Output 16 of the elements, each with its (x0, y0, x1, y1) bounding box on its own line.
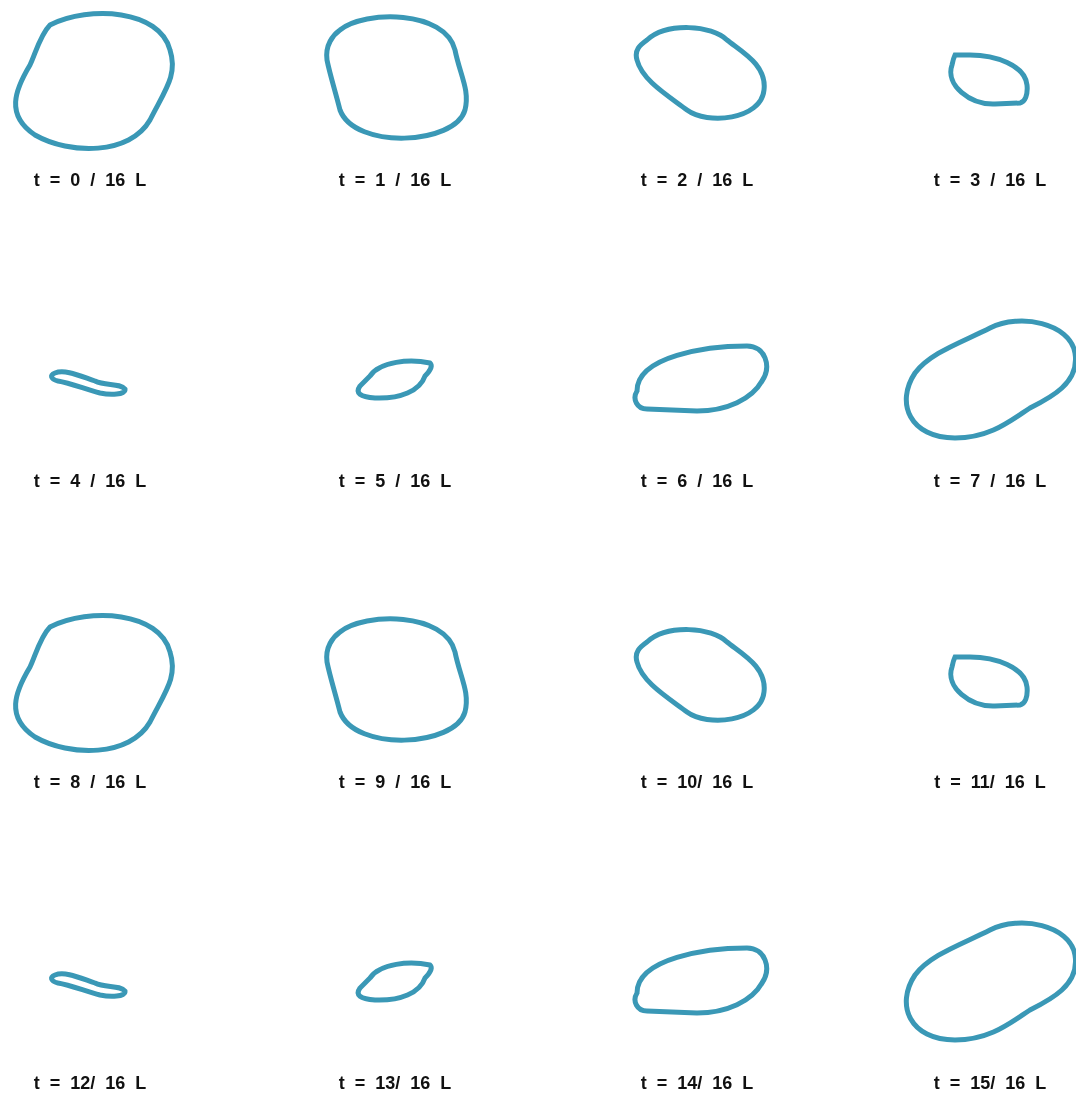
time-label: t = 2 / 16 L (640, 170, 754, 191)
time-label: t = 9 / 16 L (338, 772, 452, 793)
time-label: t = 8 / 16 L (33, 772, 147, 793)
time-label: t = 11/ 16 L (934, 772, 1046, 793)
time-label: t = 5 / 16 L (338, 471, 452, 492)
time-label: t = 3 / 16 L (933, 170, 1047, 191)
time-label: t = 7 / 16 L (933, 471, 1047, 492)
time-label: t = 0 / 16 L (33, 170, 147, 191)
time-label: t = 1 / 16 L (338, 170, 452, 191)
time-label: t = 4 / 16 L (33, 471, 147, 492)
time-label: t = 15/ 16 L (933, 1073, 1047, 1094)
time-label: t = 6 / 16 L (640, 471, 754, 492)
time-label: t = 12/ 16 L (33, 1073, 147, 1094)
time-label: t = 14/ 16 L (640, 1073, 754, 1094)
time-label: t = 13/ 16 L (338, 1073, 452, 1094)
time-label: t = 10/ 16 L (640, 772, 754, 793)
